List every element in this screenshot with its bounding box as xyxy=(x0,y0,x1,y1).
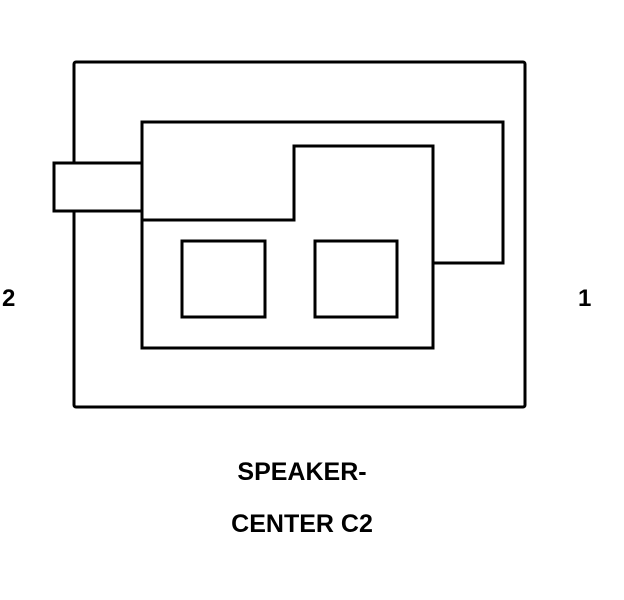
locking-tab xyxy=(52,161,144,213)
connector-body xyxy=(140,120,505,350)
pin-cavity-2 xyxy=(180,239,267,319)
caption-line-2: CENTER C2 xyxy=(231,510,373,538)
connector-housing xyxy=(72,60,527,409)
pin-1-label: 1 xyxy=(578,285,592,312)
caption-line-1: SPEAKER- xyxy=(237,458,367,486)
body-step-line xyxy=(140,144,435,265)
pin-2-label: 2 xyxy=(2,285,16,312)
pin-cavity-1 xyxy=(313,239,399,319)
